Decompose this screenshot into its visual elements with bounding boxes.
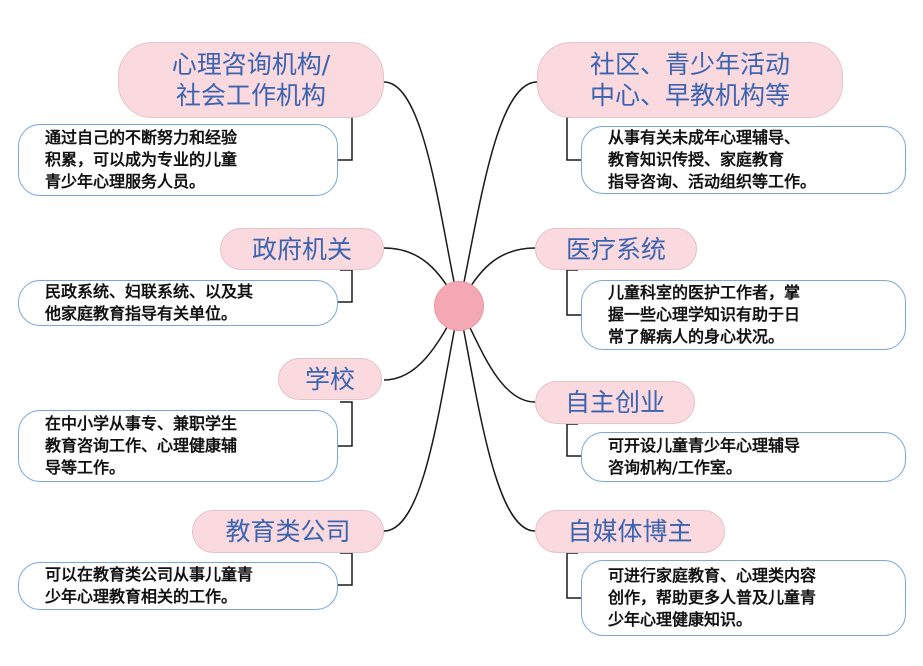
connector-left-0 [383, 81, 460, 307]
connector-right-0 [458, 81, 538, 307]
topic-community-center[interactable]: 社区、青少年活动 中心、早教机构等 [537, 42, 843, 118]
connector-right-3 [458, 305, 536, 532]
topic-education-company[interactable]: 教育类公司 [192, 510, 384, 553]
bracket-left-0 [338, 116, 353, 161]
bracket-right-2 [566, 423, 581, 457]
topic-school[interactable]: 学校 [278, 358, 382, 400]
detail-counseling-agency: 通过自己的不断努力和经验 积累，可以成为专业的儿童 青少年心理服务人员。 [18, 124, 338, 196]
detail-education-company: 可以在教育类公司从事儿童青 少年心理教育相关的工作。 [18, 562, 338, 610]
detail-community-center: 从事有关未成年心理辅导、 教育知识传授、家庭教育 指导咨询、活动组织等工作。 [581, 126, 906, 194]
topic-medical-system[interactable]: 医疗系统 [535, 228, 697, 270]
bracket-left-2 [338, 401, 353, 447]
bracket-right-0 [566, 116, 581, 161]
bracket-right-1 [566, 269, 581, 316]
topic-self-employment[interactable]: 自主创业 [535, 381, 695, 424]
bracket-left-1 [338, 269, 353, 303]
bracket-right-3 [566, 552, 581, 599]
detail-school: 在中小学从事专、兼职学生 教育咨询工作、心理健康辅 导等工作。 [18, 410, 338, 482]
detail-government: 民政系统、妇联系统、以及其 他家庭教育指导有关单位。 [18, 280, 338, 326]
topic-counseling-agency[interactable]: 心理咨询机构/ 社会工作机构 [118, 42, 384, 118]
connector-left-3 [383, 305, 460, 532]
topic-government[interactable]: 政府机关 [220, 228, 384, 270]
detail-medical-system: 儿童科室的医护工作者，掌 握一些心理学知识有助于日 常了解病人的身心状况。 [581, 280, 906, 350]
detail-self-media: 可进行家庭教育、心理类内容 创作，帮助更多人普及儿童青 少年心理健康知识。 [581, 560, 906, 636]
detail-self-employment: 可开设儿童青少年心理辅导 咨询机构/工作室。 [581, 432, 906, 482]
bracket-left-3 [338, 552, 353, 586]
topic-self-media[interactable]: 自媒体博主 [535, 510, 725, 553]
center-node [434, 281, 484, 331]
